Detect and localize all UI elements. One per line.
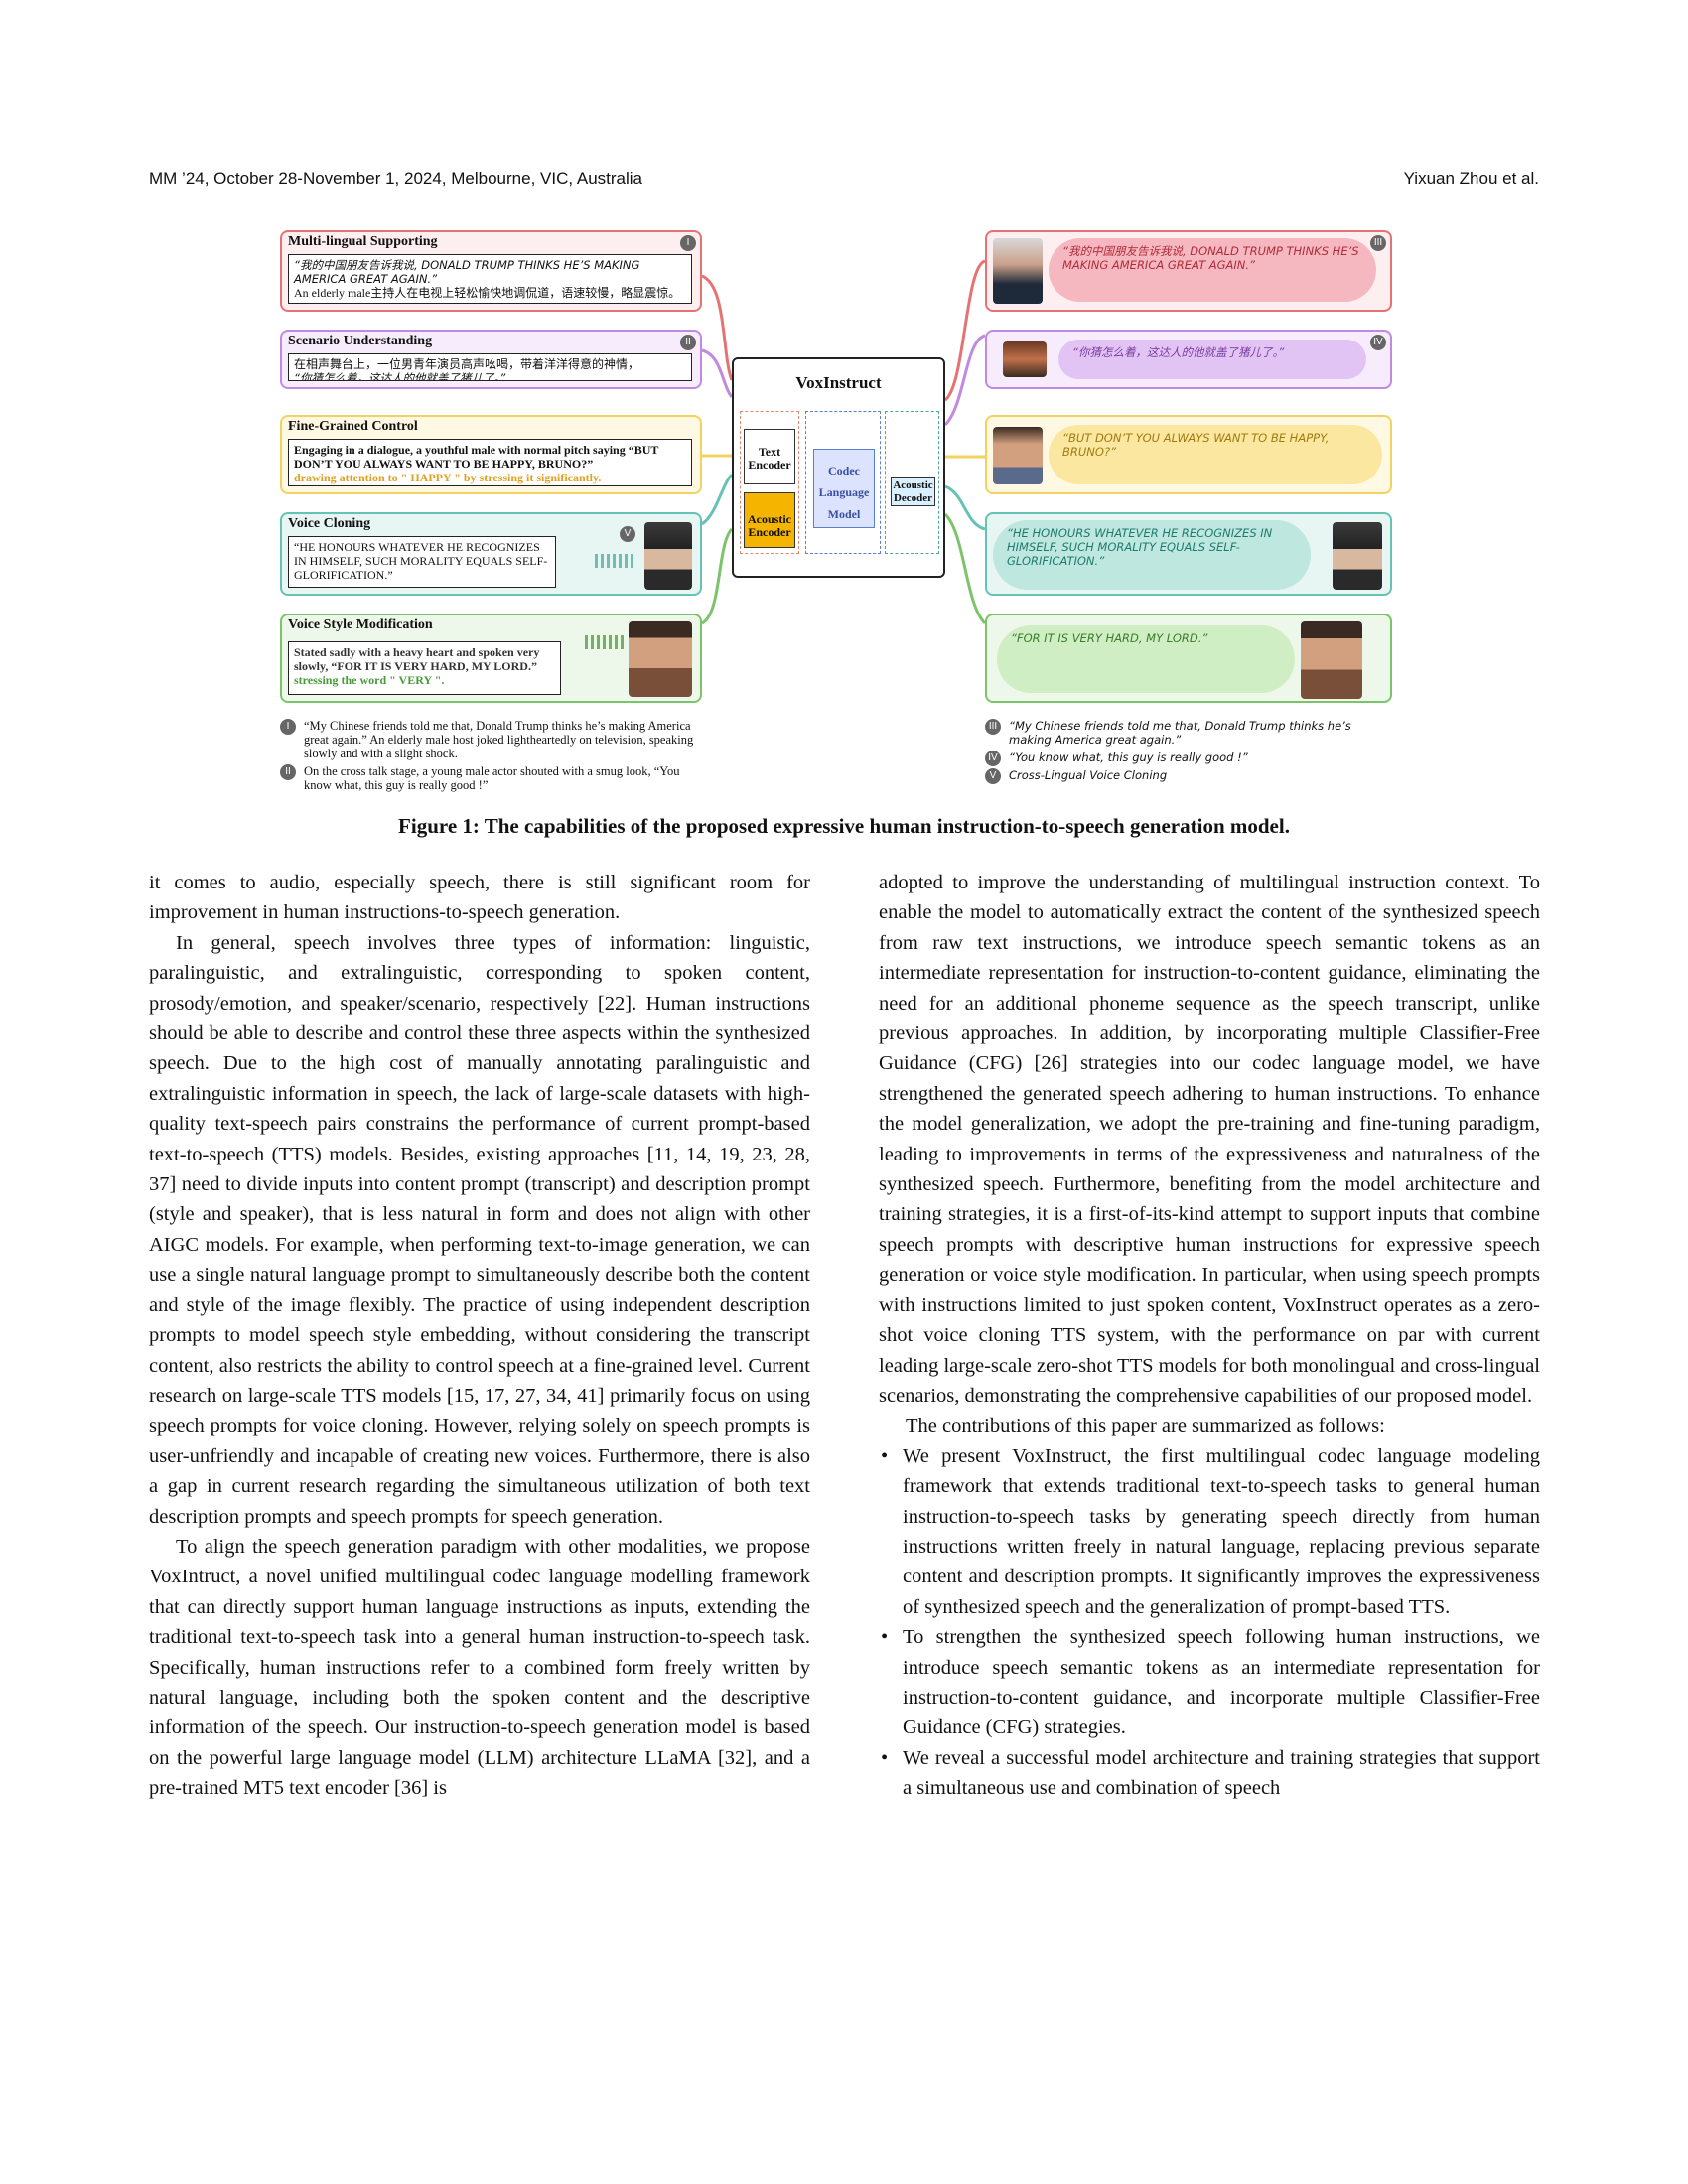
text-encoder-box: Text Encoder [744, 429, 795, 484]
panel-voice-cloning: Voice Cloning V “HE HONOURS WHATEVER HE … [280, 512, 702, 596]
figure-caption: Figure 1: The capabilities of the propos… [398, 814, 1290, 838]
output-5: “FOR IT IS VERY HARD, MY LORD.” [985, 614, 1392, 703]
waveform-icon [595, 554, 634, 568]
output-3: “BUT DON’T YOU ALWAYS WANT TO BE HAPPY, … [985, 415, 1392, 494]
right-column: adopted to improve the understanding of … [879, 868, 1540, 1804]
panel-scenario: Scenario Understanding II 在相声舞台上，一位男青年演员… [280, 330, 702, 389]
output-4: “HE HONOURS WHATEVER HE RECOGNIZES IN HI… [985, 512, 1392, 596]
output-2: “你猜怎么着，这达人的他就盖了猪儿了。” IV [985, 330, 1392, 389]
paragraph: To align the speech generation paradigm … [149, 1535, 810, 1800]
contributions-list: We present VoxInstruct, the first multil… [879, 1441, 1540, 1804]
legend-right: III“My Chinese friends told me that, Don… [985, 719, 1392, 784]
acoustic-encoder-box: Acoustic Encoder [744, 492, 795, 548]
list-item: We reveal a successful model architectur… [879, 1743, 1540, 1804]
paragraph: it comes to audio, especially speech, th… [149, 872, 810, 924]
figure-arrows [701, 259, 987, 625]
man-portrait-icon [629, 621, 692, 697]
paragraph: The contributions of this paper are summ… [906, 1415, 1385, 1437]
woman-portrait-icon [644, 522, 692, 590]
output-1: “我的中国朋友告诉我说, DONALD TRUMP THINKS HE’S MA… [985, 230, 1392, 312]
list-item: We present VoxInstruct, the first multil… [879, 1441, 1540, 1622]
panel-fine-grained: Fine-Grained Control Engaging in a dialo… [280, 415, 702, 494]
codec-lm-box: Codec Language Model [813, 449, 875, 528]
left-column: it comes to audio, especially speech, th… [149, 868, 810, 1804]
panel-multilingual: Multi-lingual Supporting I “我的中国朋友告诉我说, … [280, 230, 702, 312]
running-header-left: MM ’24, October 28-November 1, 2024, Mel… [149, 169, 643, 188]
waveform-icon [585, 635, 625, 649]
paragraph: In general, speech involves three types … [149, 931, 810, 1528]
acoustic-decoder-box: Acoustic Decoder [891, 477, 935, 506]
running-header-right: Yixuan Zhou et al. [1403, 169, 1539, 188]
voxinstruct-model-box: VoxInstruct Text Encoder Acoustic Encode… [732, 357, 945, 578]
paragraph: adopted to improve the understanding of … [879, 872, 1540, 1407]
list-item: To strengthen the synthesized speech fol… [879, 1622, 1540, 1743]
figure-1: Multi-lingual Supporting I “我的中国朋友告诉我说, … [280, 226, 1412, 802]
panel-style-modification: Voice Style Modification Stated sadly wi… [280, 614, 702, 703]
legend-left: I “My Chinese friends told me that, Dona… [280, 719, 707, 792]
